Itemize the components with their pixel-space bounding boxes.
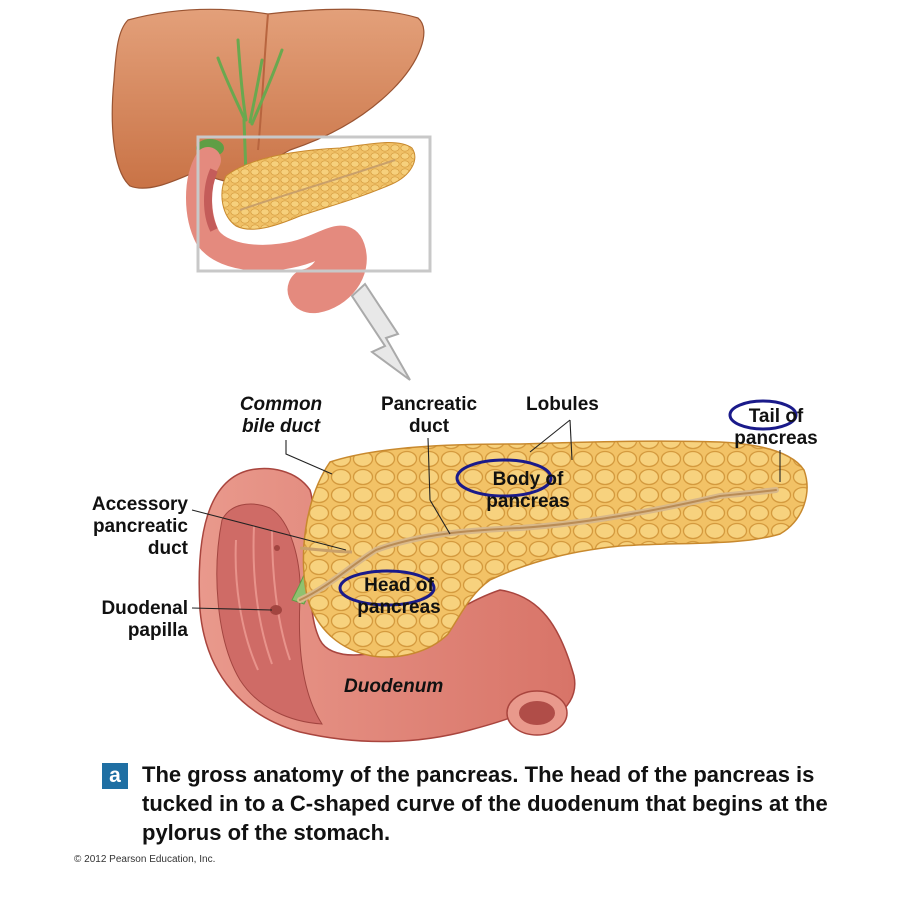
label-common-bile-duct-line2: bile duct xyxy=(241,416,321,437)
label-tail-line2: pancreas xyxy=(734,428,818,449)
caption-badge: a xyxy=(102,763,128,789)
caption-text: The gross anatomy of the pancreas. The h… xyxy=(142,762,828,845)
highlight-circles xyxy=(338,399,798,607)
copyright-notice: © 2012 Pearson Education, Inc. xyxy=(74,854,216,865)
label-duodenal-papilla: Duodenal papilla xyxy=(60,598,188,642)
label-head-line1: Head of xyxy=(364,575,434,596)
label-accessory-duct-line1: Accessory xyxy=(91,494,188,515)
label-head: Head of pancreas xyxy=(340,575,458,619)
zoom-frame xyxy=(196,135,432,273)
label-duodenal-papilla-line1: Duodenal xyxy=(101,598,188,619)
label-pancreatic-duct-line1: Pancreatic xyxy=(380,394,478,415)
label-body: Body of pancreas xyxy=(468,469,588,513)
label-accessory-duct-line3: duct xyxy=(147,538,188,559)
label-common-bile-duct-line1: Common xyxy=(239,394,323,415)
head-circle xyxy=(338,569,436,607)
label-body-line2: pancreas xyxy=(486,491,570,512)
small-duodenum xyxy=(186,147,367,314)
label-lobules: Lobules xyxy=(526,394,599,415)
label-tail-line1: Tail of xyxy=(748,406,804,427)
zoom-arrow xyxy=(350,282,411,381)
label-body-line1: Body of xyxy=(492,469,564,490)
label-duodenal-papilla-line2: papilla xyxy=(127,620,188,641)
body-circle xyxy=(455,458,553,498)
label-head-line2: pancreas xyxy=(357,597,441,618)
small-pancreas xyxy=(221,142,416,230)
duodenum xyxy=(198,467,576,743)
label-duodenum: Duodenum xyxy=(344,676,444,697)
label-common-bile-duct: Common bile duct xyxy=(222,394,340,438)
label-pancreatic-duct: Pancreatic duct xyxy=(368,394,490,438)
label-tail: Tail of pancreas xyxy=(720,406,832,450)
label-accessory-duct-line2: pancreatic xyxy=(92,516,188,537)
label-accessory-duct: Accessory pancreatic duct xyxy=(60,494,188,560)
label-pancreatic-duct-line2: duct xyxy=(408,416,450,437)
tail-circle xyxy=(728,399,798,431)
leader-lines xyxy=(191,419,781,611)
